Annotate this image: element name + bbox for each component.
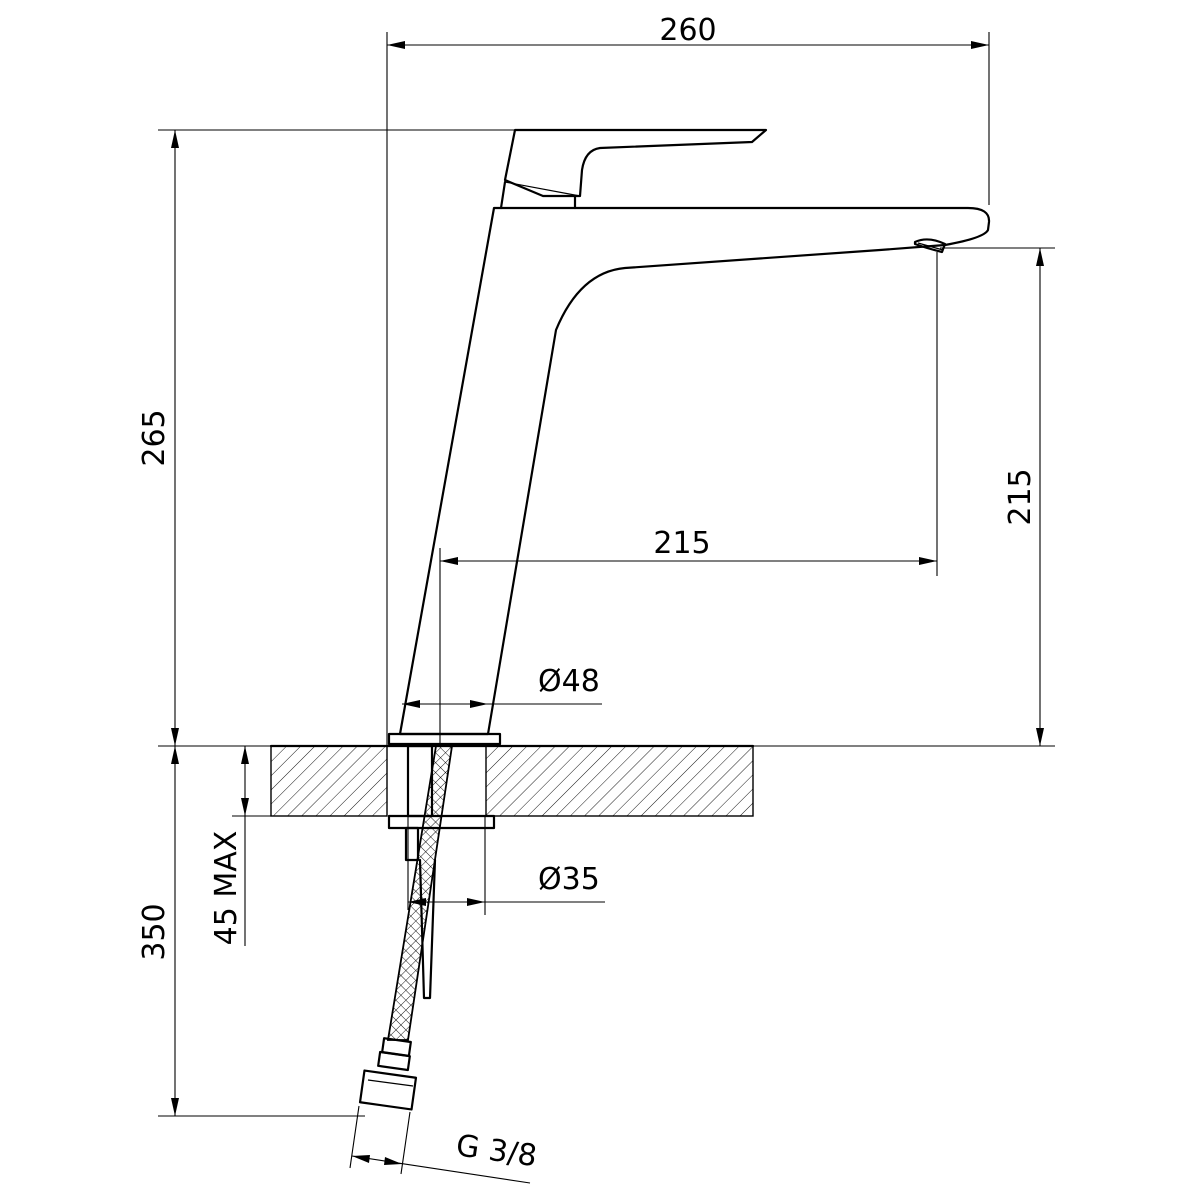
- dimension-labels: 260 265 215 215 Ø48 Ø35 45 MAX 350 G 3/8: [137, 13, 1038, 1174]
- label-total-height: 265: [137, 409, 172, 466]
- label-hose-thread: G 3/8: [454, 1128, 539, 1174]
- label-base-diameter: Ø48: [538, 664, 600, 699]
- dimension-lines: [158, 32, 1055, 1184]
- label-shank-diameter: Ø35: [538, 862, 600, 897]
- label-spout-height: 215: [1003, 468, 1038, 525]
- label-hose-length: 350: [137, 903, 172, 960]
- flexible-hose: [358, 745, 454, 1111]
- label-spout-reach: 215: [653, 526, 710, 561]
- lever-handle: [499, 128, 768, 210]
- countertop-section: [269, 744, 755, 817]
- faucet-body: [387, 206, 991, 746]
- label-max-counter-thickness: 45 MAX: [209, 831, 244, 946]
- label-total-length: 260: [659, 13, 716, 48]
